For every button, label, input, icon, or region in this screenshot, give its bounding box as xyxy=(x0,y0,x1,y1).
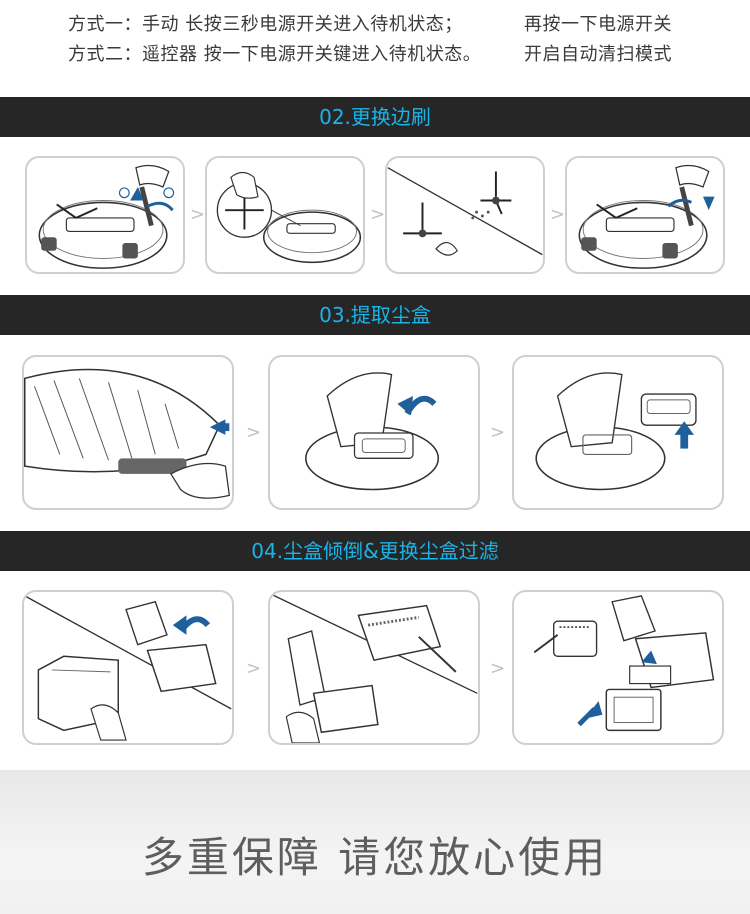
method-two-followup: 开启自动清扫模式 xyxy=(524,44,672,65)
step-separator: > xyxy=(246,658,262,679)
dustbox-step-2-illustration xyxy=(268,355,480,510)
filter-step-3-illustration xyxy=(512,590,724,745)
footer-slogan: 多重保障 请您放心使用 xyxy=(141,833,609,882)
dustbox-step-1-illustration xyxy=(22,355,234,510)
step-separator: > xyxy=(370,204,386,225)
brush-step-1-illustration xyxy=(25,156,185,274)
section-title-empty-dustbox-replace-filter: 04.尘盒倾倒&更换尘盒过滤 xyxy=(0,531,750,571)
method-one-text: 方式一：手动 长按三秒电源开关进入待机状态； xyxy=(68,14,463,35)
brush-step-4-illustration xyxy=(565,156,725,274)
footer-band xyxy=(0,770,750,914)
dustbox-step-3-illustration xyxy=(512,355,724,510)
method-one-followup: 再按一下电源开关 xyxy=(524,14,672,35)
section-title-extract-dustbox: 03.提取尘盒 xyxy=(0,295,750,335)
step-separator: > xyxy=(550,204,566,225)
filter-step-2-illustration xyxy=(268,590,480,745)
method-two-text: 方式二：遥控器 按一下电源开关键进入待机状态。 xyxy=(68,44,482,65)
step-separator: > xyxy=(246,422,262,443)
method-two-line: 方式二：遥控器 按一下电源开关键进入待机状态。 开启自动清扫模式 xyxy=(68,40,672,66)
step-separator: > xyxy=(490,422,506,443)
method-one-line: 方式一：手动 长按三秒电源开关进入待机状态； 再按一下电源开关 xyxy=(68,10,672,36)
step-separator: > xyxy=(190,204,206,225)
brush-step-3-illustration xyxy=(385,156,545,274)
filter-step-1-illustration xyxy=(22,590,234,745)
section-title-replace-brush: 02.更换边刷 xyxy=(0,97,750,137)
brush-step-2-illustration xyxy=(205,156,365,274)
step-separator: > xyxy=(490,658,506,679)
instructions: 方式一：手动 长按三秒电源开关进入待机状态； 再按一下电源开关 方式二：遥控器 … xyxy=(0,0,750,78)
